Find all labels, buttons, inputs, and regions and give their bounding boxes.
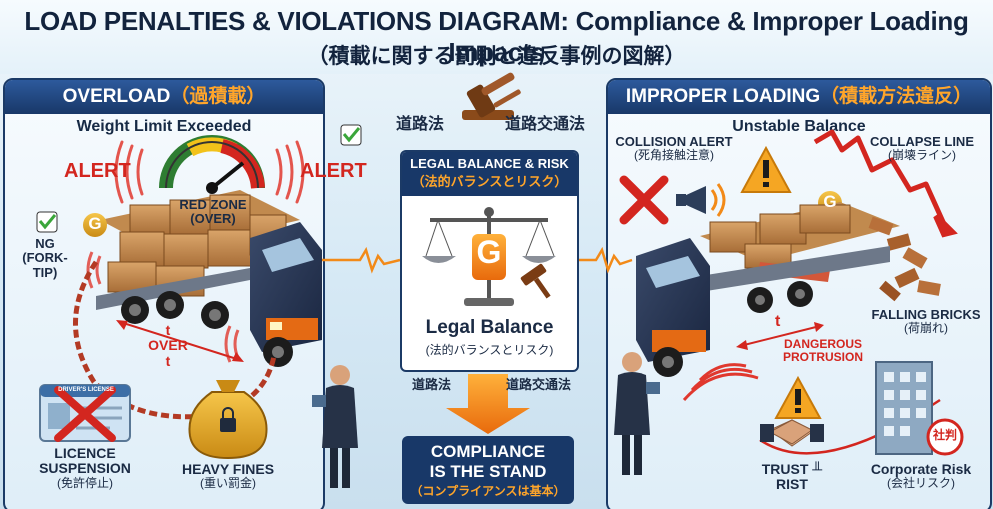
falling-line1: FALLING BRICKS [871,307,981,322]
collision-x-icon [619,175,669,225]
road-traffic-law-label-top: 道路交通法 [505,116,586,133]
licence-suspension-label: LICENCE SUSPENSION (免許停止) [20,445,150,490]
road-traffic-law-label-bottom: 道路交通法 [506,377,572,392]
businessman-figure-right [614,352,660,475]
compliance-box: COMPLIANCE IS THE STAND （コンプライアンスは基本） [402,436,574,504]
over-t-label: t OVER t [148,322,188,369]
heavy-fines-label: HEAVY FINES (重い罰金) [168,461,288,491]
ng-line1: NG [35,236,55,251]
balance-scale-icon [422,207,556,306]
collapse-line1: COLLAPSE LINE [869,134,974,149]
road-law-label-bottom: 道路法 [412,377,452,392]
g-mark-left: G [88,214,102,233]
alert-label-right: ALERT [300,160,367,182]
road-law-label-top: 道路法 [396,116,445,133]
alert-label-left: ALERT [64,160,131,182]
legal-balance-title: LEGAL BALANCE & RISK [410,156,569,171]
compliance-line-jp: （コンプライアンスは基本） [410,484,566,498]
overload-heading-en: OVERLOAD [62,86,171,107]
trust-line1: TRUST ╨ [761,461,823,477]
fines-line1: HEAVY FINES [181,461,275,477]
check-icon-ng [36,211,58,233]
over-t-line3: t [165,352,171,369]
legal-balance-heading: LEGAL BALANCE & RISK （法的バランスとリスク） [402,152,577,196]
protrusion-line2: PROTRUSION [782,350,863,365]
weight-gauge-icon [159,135,265,194]
falling-line-jp: (荷崩れ) [904,321,948,336]
compliance-line2: IS THE STAND [429,462,547,481]
improper-heading-jp: （積載方法違反） [820,86,973,107]
title-bar [0,0,993,74]
licence-line-jp: (免許停止) [57,475,113,490]
trust-line2: RIST [776,476,808,493]
g-mark-right: G [823,192,837,211]
corporate-line-jp: (会社リスク) [887,476,955,491]
legal-balance-title-jp: （法的バランスとリスク） [411,173,568,189]
megaphone-icon [676,183,726,217]
main-title: LOAD PENALTIES & VIOLATIONS DIAGRAM: Com… [24,6,969,67]
check-icon-top [340,124,362,146]
legal-balance-label: Legal Balance [425,317,554,338]
licence-line1: LICENCE [54,445,116,461]
fines-line-jp: (重い罰金) [200,476,256,491]
dangerous-protrusion-label: DANGEROUS PROTRUSION [768,337,878,365]
down-arrow-icon [446,374,530,434]
improper-loading-truck-illustration [614,129,964,475]
collapse-line-label: COLLAPSE LINE (崩壊ライン) [860,134,984,163]
heavy-fines-moneybag-icon [188,380,268,460]
handshake-icon [760,419,824,447]
warning-triangle-icon-bottom [774,375,822,419]
ng-fork-tip-label: NG (FORK-TIP) [10,236,80,280]
gavel-icon-top [462,72,521,120]
license-card-text: DRIVER'S LICENSE [58,387,114,393]
red-zone-label: RED ZONE (OVER) [178,197,248,227]
overload-truck-illustration [36,124,362,488]
trust-risk-label: TRUST ╨ RIST [752,461,832,493]
t-mark-right: t [775,313,781,330]
over-t-line2: OVER [148,337,188,354]
overload-heading: OVERLOAD（過積載） [5,80,323,114]
improper-heading: IMPROPER LOADING（積載方法違反） [608,80,990,114]
red-zone-line2: (OVER) [190,211,236,227]
collision-alert-label: COLLISION ALERT (死角接触注意) [614,134,734,163]
legal-balance-box: LEGAL BALANCE & RISK （法的バランスとリスク） G Lega… [400,150,579,372]
red-zone-line1: RED ZONE [179,197,247,212]
legal-balance-label-jp: (法的バランスとリスク) [425,343,554,357]
corporate-risk-label: Corporate Risk (会社リスク) [856,461,986,491]
stacked-cargo-boxes [100,190,300,297]
over-t-line1: t [165,322,171,338]
collision-line1: COLLISION ALERT [615,134,733,149]
company-seal-text: 社判 [932,428,957,442]
corporate-building-icon [875,361,933,455]
licence-line2: SUSPENSION [39,460,131,477]
ng-line2: (FORK-TIP) [22,250,68,280]
corporate-line1: Corporate Risk [870,461,972,477]
falling-bricks-label: FALLING BRICKS (荷崩れ) [866,307,986,336]
compliance-line1: COMPLIANCE [430,442,546,461]
driver-license-card-icon [39,384,131,442]
overload-heading-jp: （過積載） [170,86,266,107]
overload-subtitle: Weight Limit Exceeded [76,118,252,135]
businessman-figure-left [312,365,358,488]
company-seal-icon [926,418,964,456]
collision-line-jp: (死角接触注意) [634,148,714,163]
falling-bricks-icon [868,216,941,302]
protrusion-line1: DANGEROUS [783,337,862,351]
warning-triangle-icon-top [740,145,792,193]
collapse-line-jp: (崩壊ライン) [888,148,956,163]
improper-heading-en: IMPROPER LOADING [625,86,821,107]
sub-title: （積載に関する罰則と違反事例の図解） [307,45,686,68]
g-mark-center: G [476,234,502,270]
